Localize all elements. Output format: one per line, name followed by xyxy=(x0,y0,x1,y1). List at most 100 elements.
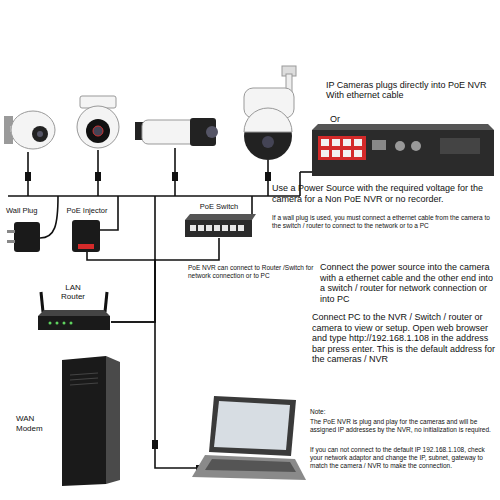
label-stack: PoE Switch xyxy=(200,202,238,211)
instruction-text: Use a Power Source with the required vol… xyxy=(272,183,494,204)
cable-group xyxy=(8,148,312,468)
port xyxy=(222,225,228,231)
camera-lens xyxy=(262,136,274,148)
rear-panel xyxy=(440,138,480,154)
nvr-recorder xyxy=(312,130,494,176)
modem-vent xyxy=(70,373,98,375)
device-label: LAN xyxy=(61,283,85,292)
nvr-cable xyxy=(300,171,312,173)
callout-text: IP Cameras plugs directly into PoE NVR W… xyxy=(326,80,494,100)
rj45-plug xyxy=(95,172,101,181)
port xyxy=(354,139,362,146)
laptop-base xyxy=(192,455,306,480)
instruction-text: Connect the power source into the camera… xyxy=(320,262,495,304)
instruction-text: Connect PC to the NVR / Switch / router … xyxy=(312,312,495,365)
device-label: PoE Injector xyxy=(67,206,108,215)
poe-switch xyxy=(185,220,252,237)
port xyxy=(206,225,212,231)
plug-prong xyxy=(7,230,15,233)
led-group xyxy=(49,322,73,325)
label-stack: PoE Injector xyxy=(67,206,108,215)
laptop-screen-frame xyxy=(209,396,296,456)
small-note: PoE NVR can connect to Router /Switch fo… xyxy=(188,264,316,280)
rear-connector xyxy=(411,141,421,151)
laptop-screen xyxy=(214,401,290,450)
modem-box: WANModem xyxy=(12,352,125,488)
camera-lens xyxy=(86,119,110,143)
led xyxy=(56,322,59,325)
wall-plug xyxy=(14,222,40,252)
switch-cable xyxy=(251,196,253,214)
port xyxy=(343,150,351,157)
router-box: LANRouter xyxy=(35,283,111,332)
led xyxy=(63,322,66,325)
note-text: The PoE NVR is plug and play for the cam… xyxy=(310,418,493,434)
rj45-plug xyxy=(172,172,178,181)
poe-injector-box: PoE Injector xyxy=(60,204,114,252)
poe-injector xyxy=(72,220,100,252)
wall-plug-cord xyxy=(40,196,58,238)
port-group xyxy=(190,225,244,231)
camera-lens xyxy=(206,126,218,138)
port xyxy=(238,225,244,231)
dome-camera xyxy=(11,111,55,149)
port xyxy=(190,225,196,231)
port xyxy=(214,225,220,231)
laptop-keyboard xyxy=(205,459,296,472)
label-stack: LANRouter xyxy=(61,283,85,301)
device-label: PoE Switch xyxy=(200,202,238,211)
note-text: If you can not connect to the default IP… xyxy=(310,446,493,470)
port xyxy=(321,139,329,146)
router xyxy=(38,316,110,330)
led xyxy=(70,322,73,325)
poe-ports xyxy=(318,136,366,160)
small-note: If a wall plug is used, you must connect… xyxy=(272,214,494,230)
plug-prong xyxy=(7,240,15,243)
ethernet-bus xyxy=(8,195,300,197)
device-label: WAN xyxy=(16,414,43,424)
camera-lens xyxy=(37,131,43,137)
device-label: Wall Plug xyxy=(6,206,37,215)
port xyxy=(321,150,329,157)
modem-side xyxy=(106,356,120,484)
ethernet-connector xyxy=(87,252,155,322)
camera-lens xyxy=(93,126,103,136)
router-top xyxy=(38,310,110,316)
injector-port xyxy=(78,244,94,249)
turret-camera xyxy=(77,106,119,148)
label-stack: WANModem xyxy=(16,414,43,434)
router-antenna xyxy=(105,292,107,312)
modem-vent xyxy=(70,383,98,385)
led xyxy=(49,322,52,325)
port xyxy=(230,225,236,231)
vent-group xyxy=(70,373,98,385)
ethernet-connector xyxy=(111,238,219,322)
switch-top xyxy=(185,214,256,220)
port xyxy=(343,139,351,146)
bullet-camera xyxy=(142,120,198,144)
camera-lens xyxy=(32,126,48,142)
wall-plug-box: Wall Plug xyxy=(6,204,54,254)
modem xyxy=(62,356,106,486)
router-antenna xyxy=(41,292,43,312)
port xyxy=(332,139,340,146)
rj45-plug xyxy=(25,172,31,181)
label-stack: Wall Plug xyxy=(6,206,37,215)
port xyxy=(332,150,340,157)
rj45-plug xyxy=(152,440,158,449)
device-label: Router xyxy=(61,292,85,301)
rear-connector xyxy=(395,141,405,151)
port xyxy=(354,150,362,157)
rj45-plug xyxy=(265,172,271,181)
note-heading: Note: xyxy=(310,408,490,416)
device-label: Modem xyxy=(16,424,43,434)
callout-text: Or xyxy=(330,114,360,124)
nvr-top xyxy=(312,124,494,130)
rear-port xyxy=(372,140,386,150)
ptz-collar xyxy=(244,108,292,132)
port-group xyxy=(321,139,362,157)
modem-vent xyxy=(70,378,98,380)
poe-switch-box: PoE Switch xyxy=(183,201,255,238)
port xyxy=(198,225,204,231)
